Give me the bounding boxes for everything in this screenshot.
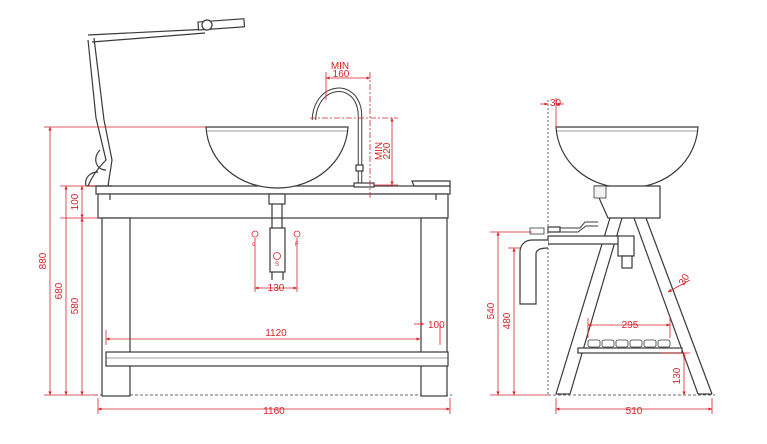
dim-295-label: 295 bbox=[622, 320, 639, 331]
dim-220-label: 220 bbox=[382, 142, 393, 159]
front-trap bbox=[269, 227, 286, 273]
front-dimensions bbox=[44, 72, 451, 414]
dim-160-min-label: MIN bbox=[331, 61, 349, 72]
hot-water-connection bbox=[293, 230, 301, 238]
dim-30-angle-line bbox=[667, 279, 691, 293]
side-trap bbox=[617, 235, 635, 257]
dim-1120-label: 1120 bbox=[265, 328, 287, 339]
dim-1160-label: 1160 bbox=[263, 406, 285, 417]
dim-510-label: 510 bbox=[626, 406, 643, 417]
dim-220-min-label: MIN bbox=[374, 142, 385, 160]
side-left-leg-outer bbox=[555, 217, 611, 395]
dim-130-shelf-label: 130 bbox=[672, 367, 683, 384]
side-left-leg-inner bbox=[569, 217, 623, 395]
dim-100-apron-label: 100 bbox=[70, 193, 81, 210]
front-right-leg bbox=[420, 217, 448, 397]
cold-water-label: c bbox=[252, 242, 255, 248]
front-bowl-basin bbox=[205, 126, 349, 189]
dim-680-label: 680 bbox=[54, 282, 65, 299]
dim-480-label: 480 bbox=[502, 312, 513, 329]
side-view bbox=[519, 100, 715, 396]
dim-580-label: 580 bbox=[70, 297, 81, 314]
front-dimension-labels: 880 680 580 100 1120 100 1160 130 MIN 16… bbox=[38, 61, 445, 417]
side-right-leg-outer bbox=[645, 217, 713, 395]
front-soap-tray bbox=[411, 180, 451, 187]
side-water-pipe bbox=[547, 226, 561, 233]
side-lower-shelf bbox=[577, 347, 683, 354]
dim-30-top-label: 30 bbox=[550, 98, 562, 109]
front-view bbox=[85, 18, 452, 397]
side-bowl-basin bbox=[555, 126, 699, 189]
front-drain-pipe bbox=[268, 193, 286, 205]
side-drain-pipe bbox=[547, 235, 620, 245]
drain-label: S bbox=[275, 262, 279, 268]
cold-water-connection bbox=[251, 230, 259, 238]
side-right-leg-inner bbox=[633, 217, 699, 395]
dim-30-angle-label: 30 bbox=[677, 272, 692, 288]
dim-100-right-label: 100 bbox=[428, 320, 445, 331]
side-dimensions bbox=[490, 98, 713, 414]
side-dimension-labels: 30 540 480 295 130 30 510 bbox=[486, 98, 692, 417]
dim-540-label: 540 bbox=[486, 302, 497, 319]
front-lower-shelf bbox=[105, 351, 449, 367]
front-faucet-base bbox=[353, 182, 375, 188]
front-left-leg bbox=[101, 217, 131, 397]
side-shelf-slats bbox=[587, 339, 671, 348]
dim-880-label: 880 bbox=[38, 252, 49, 269]
dim-160-label: 160 bbox=[333, 69, 350, 80]
dim-130-label: 130 bbox=[268, 283, 285, 294]
drain-connection bbox=[273, 252, 281, 260]
